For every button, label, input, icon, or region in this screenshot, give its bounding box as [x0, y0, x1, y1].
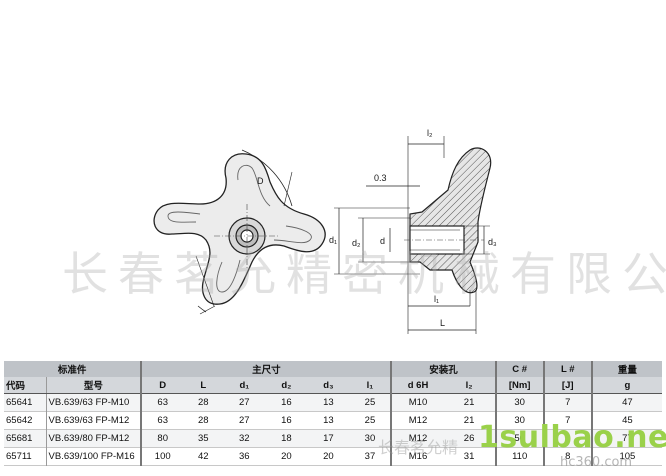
label-d: d — [380, 236, 385, 246]
label-l2: l₂ — [427, 128, 433, 138]
cell-g: 105 — [590, 447, 662, 466]
knob-section-lobe — [409, 147, 492, 294]
cell-l2: 31 — [463, 451, 475, 462]
cell-L: 35 — [197, 433, 209, 444]
col-g: g — [590, 377, 662, 394]
label-d3: d₃ — [488, 237, 497, 247]
cell-l2: 26 — [463, 433, 475, 444]
label-clearance: 0.3 — [374, 173, 387, 183]
group-main-dims: 主尺寸 — [140, 361, 392, 377]
cell-model: VB.639/63 FP-M12 — [45, 411, 142, 430]
col-model: 型号 — [45, 377, 142, 394]
group-mount-hole: 安装孔 — [390, 361, 496, 377]
cell-g: 45 — [590, 411, 662, 430]
cell-lj: 7 — [542, 393, 592, 412]
table-row: 65641 VB.639/63 FP-M10 63 28 27 16 13 25… — [4, 393, 662, 412]
cell-model: VB.639/63 FP-M10 — [45, 393, 142, 412]
label-D: D — [257, 176, 264, 186]
cell-model: VB.639/80 FP-M12 — [45, 429, 142, 448]
table-row: 65642 VB.639/63 FP-M12 63 28 27 16 13 25… — [4, 411, 662, 430]
cell-D: 63 — [140, 411, 184, 430]
col-d6h: d 6H — [390, 377, 444, 394]
cell-l1: 37 — [364, 451, 376, 462]
spec-table: 标准件 主尺寸 安装孔 C # L # 重量 代码 型号 D L d₁ d₂ d… — [4, 361, 662, 466]
cell-c: 50 — [494, 429, 544, 448]
cell-d2: 16 — [281, 415, 292, 426]
cell-d3: 17 — [323, 433, 334, 444]
col-d3: d₃ — [307, 377, 350, 394]
cell-lj: 8 — [542, 447, 592, 466]
cell-d3: 13 — [323, 397, 334, 408]
cell-l1: 25 — [364, 397, 376, 408]
technical-drawing: D l₂ 0.3 d₁ d₂ d d₃ l₁ — [153, 128, 497, 334]
cell-code: 65711 — [6, 451, 32, 462]
cell-d2: 20 — [281, 451, 292, 462]
label-L: L — [440, 318, 445, 328]
cell-l2: 21 — [463, 397, 475, 408]
cell-g: 77 — [590, 429, 662, 448]
cell-c: 30 — [494, 411, 544, 430]
group-l: L # — [542, 361, 592, 377]
cell-lj: 8 — [542, 429, 592, 448]
cell-d3: 13 — [323, 415, 334, 426]
cell-L: 28 — [197, 415, 209, 426]
cell-d1: 36 — [239, 451, 250, 462]
cell-l1: 30 — [364, 433, 376, 444]
cell-lj: 7 — [542, 411, 592, 430]
cell-c: 110 — [494, 447, 544, 466]
cell-d2: 18 — [281, 433, 292, 444]
cell-d: M12 — [390, 411, 444, 430]
label-d2: d₂ — [352, 238, 361, 248]
knob-section-view: l₂ 0.3 d₁ d₂ d d₃ l₁ L — [329, 128, 497, 334]
col-l-unit: [J] — [542, 377, 592, 394]
cell-c: 30 — [494, 393, 544, 412]
col-D: D — [140, 377, 184, 394]
col-l1: l₁ — [349, 377, 392, 394]
D-dimension-arc — [241, 149, 293, 207]
group-weight: 重量 — [590, 361, 662, 377]
cell-code: 65681 — [6, 433, 33, 444]
cell-l2: 21 — [463, 415, 475, 426]
table-group-header: 标准件 主尺寸 安装孔 C # L # 重量 — [4, 361, 662, 377]
cell-D: 80 — [140, 429, 184, 448]
col-l2: l₂ — [443, 377, 496, 394]
cell-g: 47 — [590, 393, 662, 412]
label-l1: l₁ — [434, 294, 439, 304]
cell-L: 28 — [197, 397, 209, 408]
cell-code: 65642 — [6, 415, 33, 426]
knob-front-view: D — [153, 149, 326, 315]
col-d2: d₂ — [265, 377, 308, 394]
cell-D: 63 — [140, 393, 184, 412]
cell-d1: 27 — [239, 397, 250, 408]
cell-D: 100 — [140, 447, 184, 466]
label-d1: d₁ — [329, 235, 337, 245]
col-L: L — [183, 377, 224, 394]
cell-code: 65641 — [6, 397, 33, 408]
cell-d1: 32 — [239, 433, 250, 444]
cell-d3: 20 — [323, 451, 334, 462]
table-sub-header: 代码 型号 D L d₁ d₂ d₃ l₁ d 6H l₂ [Nm] [J] g — [4, 377, 662, 394]
cell-d1: 27 — [239, 415, 250, 426]
cell-L: 42 — [197, 451, 209, 462]
cell-l1: 25 — [364, 415, 376, 426]
col-c-unit: [Nm] — [494, 377, 544, 394]
cell-model: VB.639/100 FP-M16 — [45, 447, 142, 466]
col-d1: d₁ — [223, 377, 266, 394]
knob-inner-ridge — [167, 164, 312, 293]
cell-d2: 16 — [281, 397, 292, 408]
table-row: 65681 VB.639/80 FP-M12 80 35 32 18 17 30… — [4, 429, 662, 448]
cell-d: M16 — [390, 447, 444, 466]
table-row: 65711 VB.639/100 FP-M16 100 42 36 20 20 … — [4, 447, 662, 466]
group-standard: 标准件 — [4, 361, 142, 377]
group-c: C # — [494, 361, 544, 377]
cell-d: M12 — [390, 429, 444, 448]
cell-d: M10 — [390, 393, 444, 412]
col-code: 代码 — [4, 377, 47, 394]
